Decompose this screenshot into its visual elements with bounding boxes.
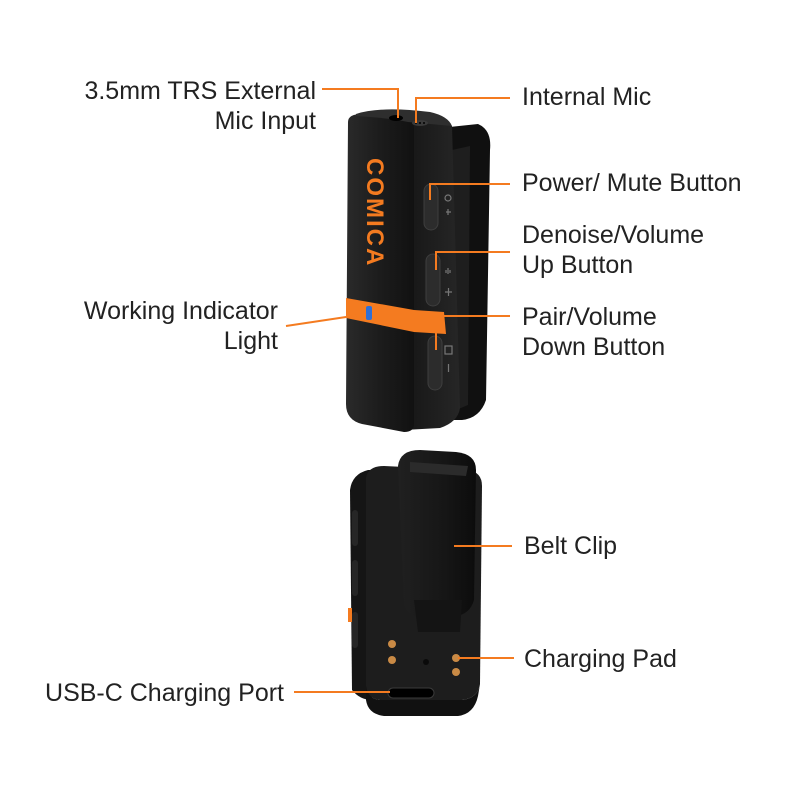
label-internal-mic: Internal Mic (522, 83, 652, 111)
leader-power-mute (429, 183, 510, 200)
leader-denoise (435, 251, 510, 270)
pair-icon (444, 345, 453, 355)
denoise-icon (445, 268, 451, 274)
belt-clip-ridge (410, 462, 468, 476)
label-pair-volume-down-button: Pair/Volume Down Button (522, 303, 666, 361)
leader-internal-mic (415, 97, 510, 123)
side-orange-band (348, 608, 352, 622)
working-indicator-light (366, 306, 372, 320)
leader-external-mic (322, 88, 399, 118)
internal-mic-grille (412, 120, 428, 126)
device-front-face (346, 114, 414, 432)
leader-pair (435, 315, 510, 350)
label-belt-clip: Belt Clip (524, 532, 618, 560)
leader-lines (285, 88, 514, 693)
external-mic-jack (389, 115, 403, 121)
charging-pad-contact (452, 654, 460, 662)
label-power-mute-button: Power/ Mute Button (522, 169, 742, 197)
device-top-edge (356, 109, 452, 126)
denoise-volume-up-button (425, 253, 441, 307)
transmitter-top-view: COMICA (346, 109, 491, 432)
transmitter-back-view (348, 450, 482, 716)
side-button-bump (352, 612, 358, 648)
charging-pad-center (423, 659, 429, 665)
belt-clip-tab (414, 600, 462, 632)
leader-indicator (285, 313, 367, 327)
usb-c-port (387, 687, 435, 699)
charging-pads (388, 640, 460, 676)
charging-pad-contact (388, 656, 396, 664)
label-usb-c-charging-port: USB-C Charging Port (45, 679, 284, 707)
brand-logo: COMICA (361, 158, 388, 267)
label-charging-pad: Charging Pad (524, 645, 677, 673)
mute-icon (446, 209, 451, 215)
label-working-indicator-light: Working Indicator Light (83, 297, 278, 355)
side-button-bump (352, 510, 358, 546)
label-denoise-volume-up-button: Denoise/Volume Up Button (522, 221, 705, 279)
power-icon (444, 194, 452, 202)
charging-pad-contact (388, 640, 396, 648)
plus-icon (445, 288, 452, 296)
belt-clip (398, 450, 476, 618)
label-external-mic-input: 3.5mm TRS External Mic Input (84, 77, 316, 135)
back-bottom-edge (366, 684, 480, 716)
side-button-bump (352, 560, 358, 596)
charging-pad-contact (452, 668, 460, 676)
button-glyphs (444, 194, 453, 372)
